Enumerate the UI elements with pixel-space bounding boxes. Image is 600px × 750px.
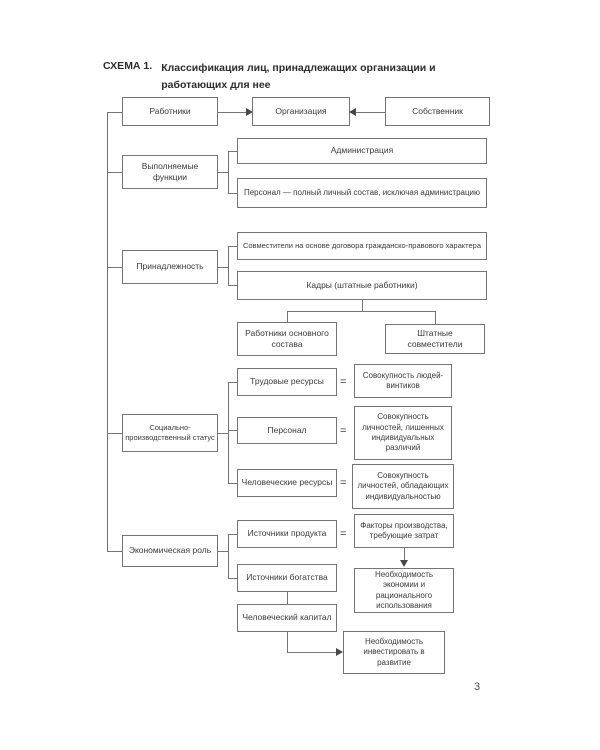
diagram-title-text: Классификация лиц, принадлежащих организ… bbox=[161, 62, 436, 91]
node-rabotniki: Работники bbox=[122, 97, 218, 126]
node-sotsialno-proizvodstvenny-status: Социально-производственный статус bbox=[122, 414, 218, 452]
connector-line bbox=[228, 483, 237, 484]
node-sovokupnost-lichnostey-obladayushchikh: Совокупность личностей, обладающих индив… bbox=[352, 464, 454, 509]
node-personal: Персонал bbox=[237, 417, 337, 444]
connector-line bbox=[404, 548, 405, 561]
connector-line bbox=[287, 632, 288, 653]
connector-line bbox=[287, 592, 288, 604]
connector-line bbox=[218, 112, 247, 113]
connector-line bbox=[287, 311, 435, 312]
diagram-title-label: СХЕМА 1. bbox=[103, 60, 153, 72]
diagram-title: СХЕМА 1. Классификация лиц, принадлежащи… bbox=[103, 60, 499, 94]
connector-line bbox=[228, 534, 237, 535]
connector-line bbox=[107, 551, 122, 552]
connector-line bbox=[228, 151, 229, 193]
connector-line bbox=[362, 300, 363, 311]
node-faktory-proizvodstva: Факторы производства, требующие затрат bbox=[354, 514, 454, 548]
connector-line bbox=[228, 578, 237, 579]
node-organizatsiya: Организация bbox=[252, 97, 350, 126]
equals-sign: = bbox=[340, 425, 347, 437]
node-istochniki-produkta: Источники продукта bbox=[237, 520, 337, 548]
node-personal-polny-sostav: Персонал — полный личный состав, исключа… bbox=[237, 178, 487, 208]
connector-line bbox=[107, 112, 122, 113]
node-vypolnyaemye-funktsii: Выполняемые функции bbox=[122, 155, 218, 189]
connector-line bbox=[435, 311, 436, 324]
connector-line bbox=[228, 534, 229, 578]
connector-line bbox=[228, 430, 237, 431]
connector-line bbox=[107, 267, 122, 268]
node-istochniki-bogatstva: Источники богатства bbox=[237, 564, 337, 592]
connector-line bbox=[228, 285, 237, 286]
node-chelovecheskiy-kapital: Человеческий капитал bbox=[237, 604, 337, 632]
connector-line bbox=[228, 382, 229, 483]
connector-line bbox=[287, 311, 288, 322]
node-sovmestiteli: Совместители на основе договора гражданс… bbox=[237, 232, 487, 260]
connector-line bbox=[228, 246, 237, 247]
node-neobkhodimost-investirovat: Необходимость инвестировать в развитие bbox=[343, 631, 445, 674]
connector-line bbox=[218, 172, 228, 173]
node-sobstvennik: Собственник bbox=[385, 97, 490, 126]
node-neobkhodimost-ekonomii: Необходимость экономии и рационального и… bbox=[354, 568, 454, 613]
node-kadry: Кадры (штатные работники) bbox=[237, 271, 487, 300]
connector-line bbox=[218, 267, 228, 268]
node-rabotniki-osnovnogo-sostava: Работники основного состава bbox=[237, 322, 337, 356]
equals-sign: = bbox=[340, 477, 347, 489]
connector-line bbox=[228, 193, 237, 194]
connector-line bbox=[228, 382, 237, 383]
page-number: 3 bbox=[474, 681, 481, 693]
node-shtatnye-sovmestiteli: Штатные совместители bbox=[385, 324, 485, 354]
node-trudovye-resursy: Трудовые ресурсы bbox=[237, 368, 337, 396]
node-administratsiya: Администрация bbox=[237, 138, 487, 164]
node-sovokupnost-lyudey-vintikov: Совокупность людей-винтиков bbox=[354, 364, 452, 398]
arrow-left-icon bbox=[349, 108, 356, 116]
arrow-right-icon bbox=[336, 648, 343, 656]
node-chelovecheskie-resursy: Человеческие ресурсы bbox=[237, 469, 337, 497]
connector-line bbox=[287, 652, 337, 653]
arrow-down-icon bbox=[400, 560, 408, 567]
connector-line bbox=[228, 246, 229, 285]
connector-line bbox=[356, 112, 385, 113]
node-sovokupnost-lichnostey-lishennykh: Совокупность личностей, лишенных индивид… bbox=[354, 406, 452, 460]
arrow-right-icon bbox=[246, 108, 253, 116]
connector-line bbox=[107, 112, 108, 551]
connector-line bbox=[107, 172, 122, 173]
equals-sign: = bbox=[340, 376, 347, 388]
node-prinadlezhnost: Принадлежность bbox=[122, 250, 218, 284]
node-ekonomicheskaya-rol: Экономическая роль bbox=[122, 535, 218, 567]
equals-sign: = bbox=[340, 528, 347, 540]
connector-line bbox=[218, 551, 228, 552]
connector-line bbox=[218, 433, 228, 434]
connector-line bbox=[107, 433, 122, 434]
connector-line bbox=[228, 151, 237, 152]
